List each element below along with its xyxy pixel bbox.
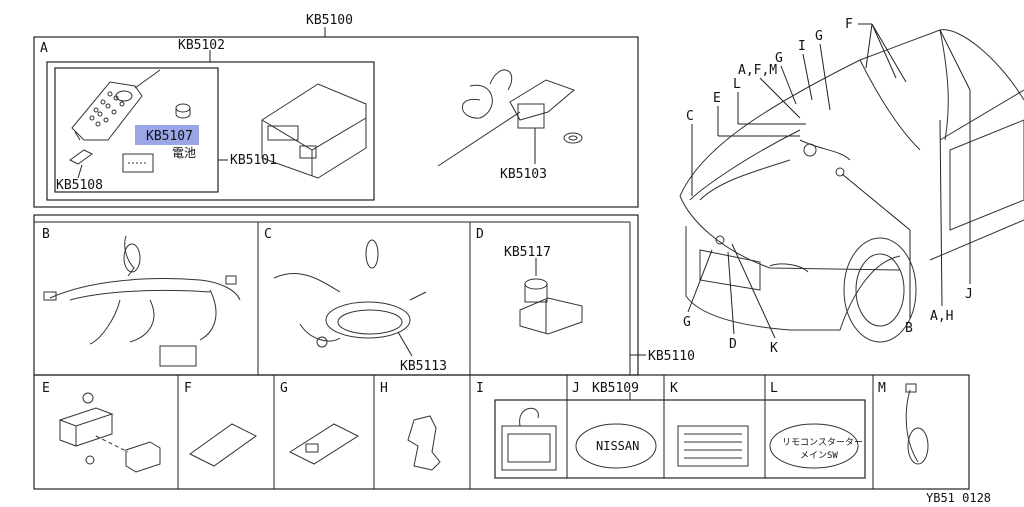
kb5101-label: KB5101 <box>230 153 277 168</box>
panel-c-letter: C <box>264 227 272 242</box>
panel-b-letter: B <box>42 227 50 242</box>
panel-f-letter: F <box>184 381 192 396</box>
panel-g-letter: G <box>280 381 288 396</box>
kb5117-label: KB5117 <box>504 245 551 260</box>
kb5108-pad-drawing <box>69 149 93 165</box>
car-callout-i: I <box>798 39 806 54</box>
pad-f-drawing <box>189 423 257 467</box>
car-callout-e: E <box>713 91 721 106</box>
cable-tie-drawing <box>905 383 929 465</box>
car-callout-d: D <box>729 337 737 352</box>
car-callout-g-top: G <box>775 51 783 66</box>
panel-d-letter: D <box>476 227 484 242</box>
remote-label-line1: リモコンスターター <box>782 437 863 448</box>
car-callout-k: K <box>770 341 778 356</box>
kb5110-lower-frame <box>33 374 970 490</box>
bracket-h-drawing <box>407 415 441 471</box>
nissan-label-text: NISSAN <box>596 439 639 453</box>
remote-label-line2: メインSW <box>800 451 838 461</box>
panel-m-letter: M <box>878 381 886 396</box>
pad-g-drawing <box>288 423 360 465</box>
kb5103-label: KB5103 <box>500 167 547 182</box>
car-callout-j: J <box>965 287 973 302</box>
kb5107-highlight <box>135 125 199 145</box>
panel-l-letter: L <box>770 381 778 396</box>
car-callout-c: C <box>686 109 694 124</box>
labels-frame <box>494 399 866 479</box>
sub-harness-drawing <box>273 239 427 348</box>
hang-tag-drawing <box>501 408 557 471</box>
battery-drawing <box>175 103 191 119</box>
panel-j-letter: J <box>572 381 580 396</box>
panel-e-letter: E <box>42 381 50 396</box>
panel-k-letter: K <box>670 381 678 396</box>
remote-transmitter-drawing <box>71 69 161 141</box>
kb5102-label: KB5102 <box>178 38 225 53</box>
car-callout-ah: A,H <box>930 309 953 324</box>
kb5113-label: KB5113 <box>400 359 447 374</box>
car-callout-g-bottom: G <box>683 315 691 330</box>
panel-h-letter: H <box>380 381 388 396</box>
kb5101-frame <box>54 67 219 193</box>
battery-label: 電池 <box>172 146 196 160</box>
car-callout-g-top2: G <box>815 29 823 44</box>
figure-id: YB51 0128 <box>926 491 991 505</box>
control-unit-drawing <box>261 83 367 179</box>
main-harness-drawing <box>43 235 241 367</box>
label-card-drawing <box>122 153 154 173</box>
switch-bracket-drawing <box>58 392 161 473</box>
nissan-emblem-label <box>575 423 657 469</box>
caution-label-drawing <box>677 425 749 467</box>
panel-a-letter: A <box>40 41 48 56</box>
car-illustration <box>679 29 1024 343</box>
car-callout-b: B <box>905 321 913 336</box>
car-callout-l: L <box>733 77 741 92</box>
kb5109-label: KB5109 <box>592 381 639 396</box>
kb5110-label: KB5110 <box>648 349 695 364</box>
car-callout-afm: A,F,M <box>738 63 777 78</box>
remote-starter-label <box>769 423 859 469</box>
car-callout-f: F <box>845 17 853 32</box>
kb5100-label: KB5100 <box>306 13 353 28</box>
antenna-drawing <box>437 69 583 167</box>
panel-i-letter: I <box>476 381 484 396</box>
kb5108-label: KB5108 <box>56 178 103 193</box>
hood-switch-drawing <box>519 278 583 335</box>
kb5100-frame <box>33 36 639 208</box>
kb5107-label: KB5107 <box>146 129 193 144</box>
